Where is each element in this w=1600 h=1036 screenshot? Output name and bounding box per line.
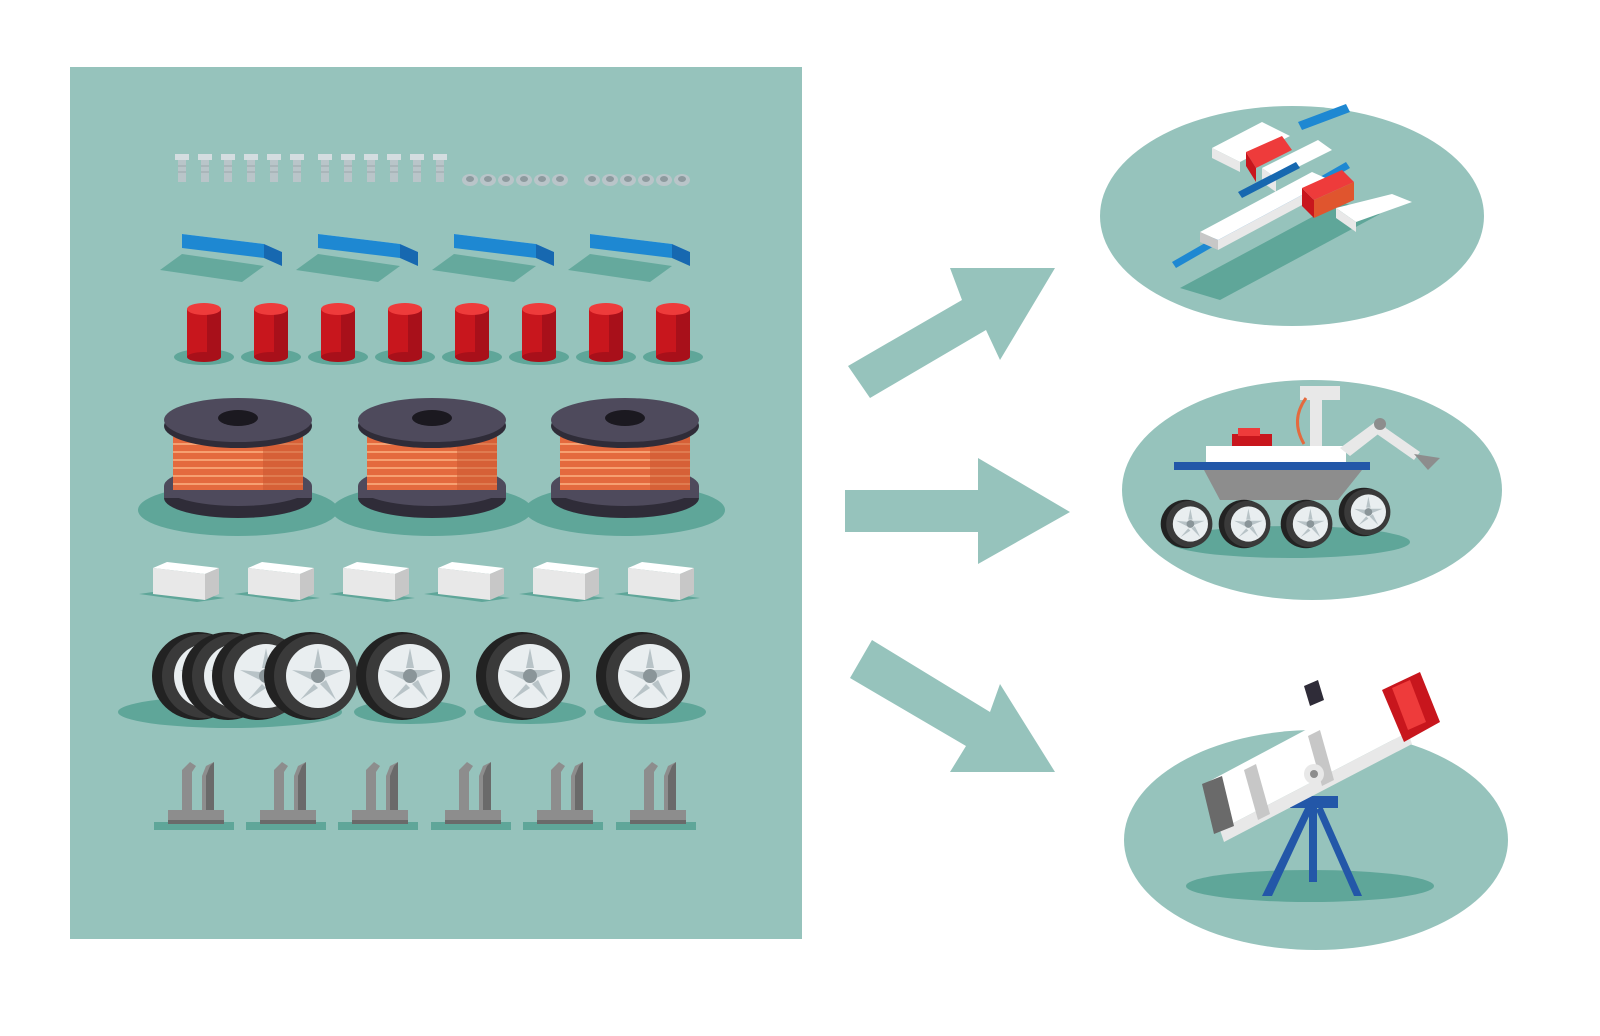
wheel-icon xyxy=(476,632,570,720)
wheel-icon xyxy=(356,632,450,720)
satellite-icon xyxy=(1172,104,1412,268)
wheel-icon xyxy=(596,632,690,720)
rover-output xyxy=(1122,380,1502,600)
telescope-output xyxy=(1124,656,1508,950)
telescope-icon xyxy=(1202,656,1440,896)
arrow-right-icon xyxy=(845,458,1070,564)
rover-icon xyxy=(1160,386,1440,549)
satellite-platform xyxy=(1100,106,1484,326)
arrow-up-right-icon xyxy=(848,268,1055,398)
arrow-down-right-icon xyxy=(850,640,1055,772)
wheels-row xyxy=(118,632,706,728)
wire-spools-row xyxy=(137,397,726,537)
wheel-icon xyxy=(264,632,358,720)
satellite-output xyxy=(1100,104,1484,326)
